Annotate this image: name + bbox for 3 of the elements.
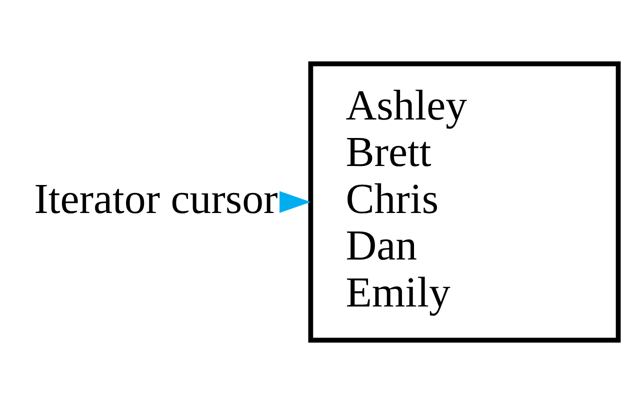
node-box: Ashley Brett Chris Dan Emily — [308, 60, 621, 342]
arrow — [280, 190, 311, 212]
node-text: Iterator cursor — [34, 175, 278, 222]
